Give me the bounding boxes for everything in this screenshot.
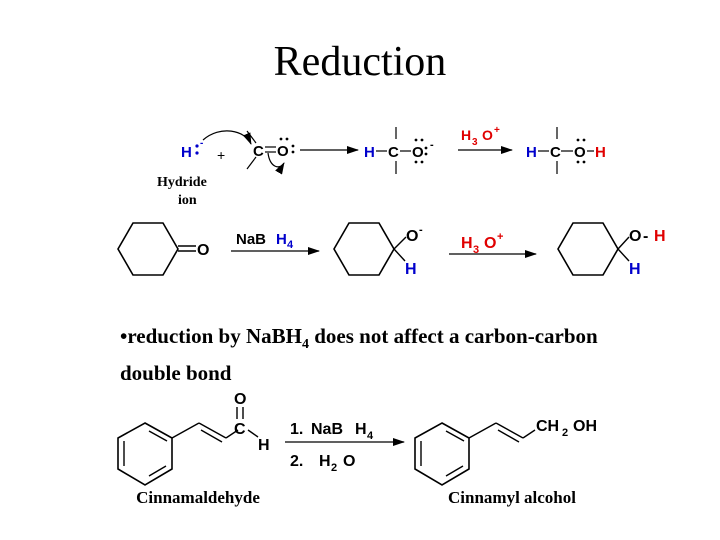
acid-label-o: O	[482, 127, 493, 143]
acid2-o: O	[484, 235, 496, 252]
cyclohexanone-reduction: O NaB H 4 O - H H 3 O + O - H H	[117, 222, 666, 278]
reagent-h: H	[276, 231, 287, 248]
step2-number: 2.	[290, 453, 303, 470]
hydride-mechanism: H - + C O Hydride ion H C	[157, 125, 606, 208]
product-h: H	[526, 144, 537, 161]
cyclohexanol-ring	[557, 222, 619, 276]
hydride-caption-2: ion	[178, 193, 197, 208]
hydride-h: H	[181, 144, 192, 161]
slide-title: Reduction	[273, 39, 447, 85]
alkoxide-oxygen: O	[406, 228, 418, 245]
hydride-caption-1: Hydride	[157, 175, 207, 190]
svg-text:2: 2	[331, 462, 337, 474]
svg-text:-: -	[419, 224, 423, 236]
product-c: C	[550, 144, 561, 161]
svg-text:4: 4	[367, 430, 374, 442]
name-cinnamaldehyde: Cinnamaldehyde	[136, 488, 260, 507]
intermediate-c: C	[388, 144, 399, 161]
alcohol-oxygen: O	[629, 228, 641, 245]
benzene-ring-reactant	[117, 422, 173, 486]
step2-o: O	[343, 453, 355, 470]
alkoxide-ring	[333, 222, 395, 276]
svg-text:-: -	[643, 228, 648, 245]
cyclohexanone-ring	[117, 222, 179, 276]
step1-h: H	[355, 421, 367, 438]
acid-label-h: H	[461, 127, 471, 143]
svg-text:2: 2	[562, 427, 568, 439]
name-cinnamyl-alcohol: Cinnamyl alcohol	[448, 488, 576, 507]
alcohol-ring-h: H	[629, 261, 641, 278]
aldehyde-carbon: C	[234, 421, 246, 438]
product-o: O	[574, 144, 586, 161]
intermediate-charge: -	[430, 139, 434, 151]
added-h: H	[364, 144, 375, 161]
svg-text:3: 3	[473, 244, 479, 256]
acid2-h: H	[461, 235, 473, 252]
svg-text:+: +	[497, 231, 503, 243]
svg-text:+: +	[494, 125, 500, 136]
carbonyl-o: O	[277, 143, 289, 160]
benzene-ring-product	[414, 422, 536, 486]
alkoxide-h: H	[405, 261, 417, 278]
step2-h: H	[319, 453, 331, 470]
ketone-oxygen: O	[197, 242, 209, 259]
aldehyde-h: H	[258, 437, 270, 454]
step1-nab: NaB	[311, 421, 343, 438]
aldehyde-oxygen: O	[234, 391, 246, 408]
carbonyl-c: C	[253, 143, 264, 160]
bullet-note: •reduction by NaBH4 does not affect a ca…	[120, 324, 598, 386]
reagent-nab: NaB	[236, 231, 266, 248]
product-ch: CH	[536, 418, 559, 435]
svg-text:4: 4	[287, 239, 294, 251]
svg-text:3: 3	[472, 137, 478, 148]
product-oh-h: H	[595, 144, 606, 161]
hydride-charge: -	[200, 138, 203, 149]
product-oh: OH	[573, 418, 597, 435]
alcohol-h: H	[654, 228, 666, 245]
curved-arrow-pi	[267, 152, 285, 175]
curved-arrow-hydride	[202, 130, 252, 145]
intermediate-o: O	[412, 144, 424, 161]
plus-sign: +	[217, 147, 225, 163]
step1-number: 1.	[290, 421, 303, 438]
cinnamaldehyde-reduction: O C H 1. NaB H 4 2. H 2 O	[117, 391, 597, 507]
